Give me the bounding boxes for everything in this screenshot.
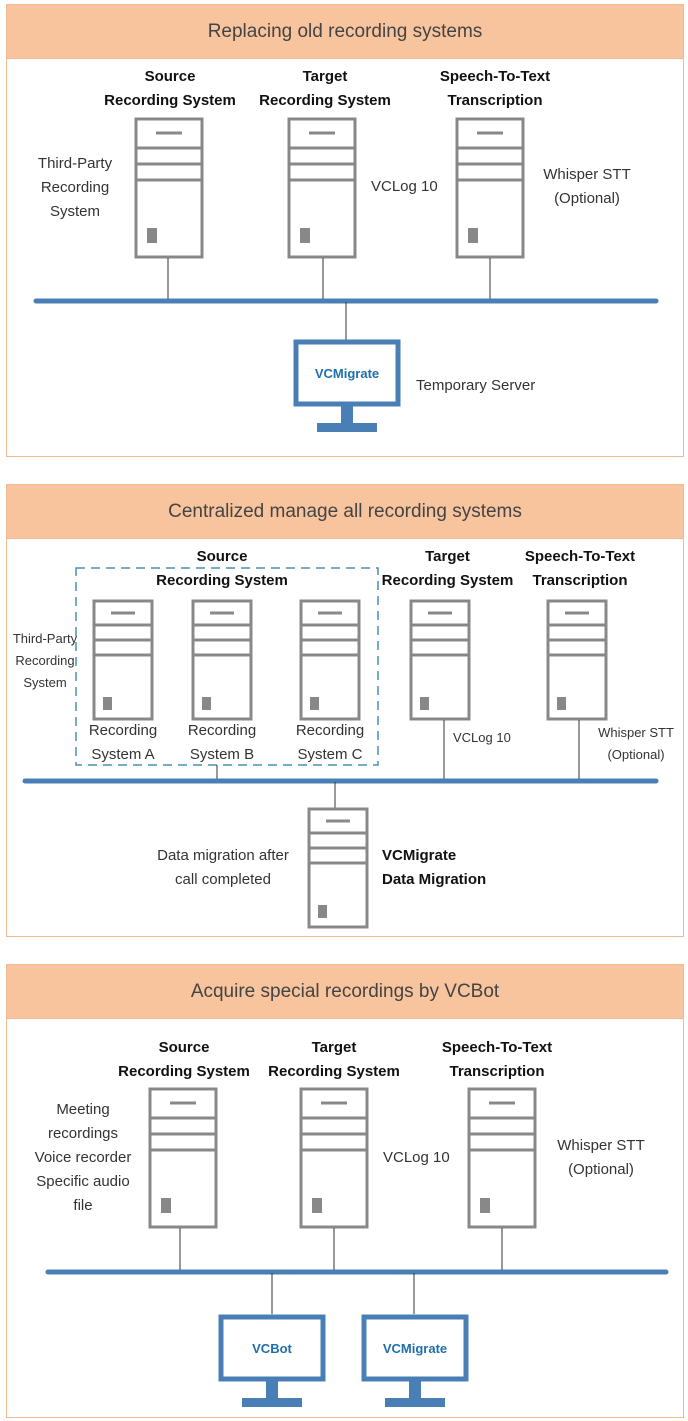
target-note: VCLog 10 (371, 178, 438, 195)
stt-note: Whisper STT(Optional) (598, 725, 674, 762)
stt-note: Whisper STT(Optional) (543, 166, 631, 207)
target-server-icon (409, 599, 471, 721)
recording-system-b-icon (191, 599, 253, 721)
panel-title: Replacing old recording systems (7, 5, 683, 59)
target-note: VCLog 10 (453, 730, 511, 745)
target-server-icon (299, 1087, 369, 1229)
source-server-icon (134, 117, 204, 259)
monitor-note: Temporary Server (416, 377, 536, 394)
vcbot-monitor-icon (218, 1314, 326, 1407)
source-group-box (75, 567, 379, 766)
recording-system-c-icon (299, 599, 361, 721)
panel-title: Acquire special recordings by VCBot (7, 965, 683, 1019)
vcmigrate-monitor-icon (361, 1314, 469, 1407)
stt-server-icon (467, 1087, 537, 1229)
panel-title: Centralized manage all recording systems (7, 485, 683, 539)
target-note: VCLog 10 (383, 1149, 450, 1166)
recording-system-a-icon (92, 599, 154, 721)
vcmigrate-label: VCMigrate (382, 1341, 448, 1356)
monitor-label: VCMigrate (314, 366, 380, 381)
monitor-icon (293, 339, 401, 432)
vcmigrate-server-icon (307, 807, 369, 929)
target-server-icon (287, 117, 357, 259)
vcbot-label: VCBot (252, 1341, 292, 1356)
stt-server-icon (455, 117, 525, 259)
source-server-icon (148, 1087, 218, 1229)
stt-note: Whisper STT(Optional) (557, 1137, 645, 1178)
stt-server-icon (546, 599, 608, 721)
